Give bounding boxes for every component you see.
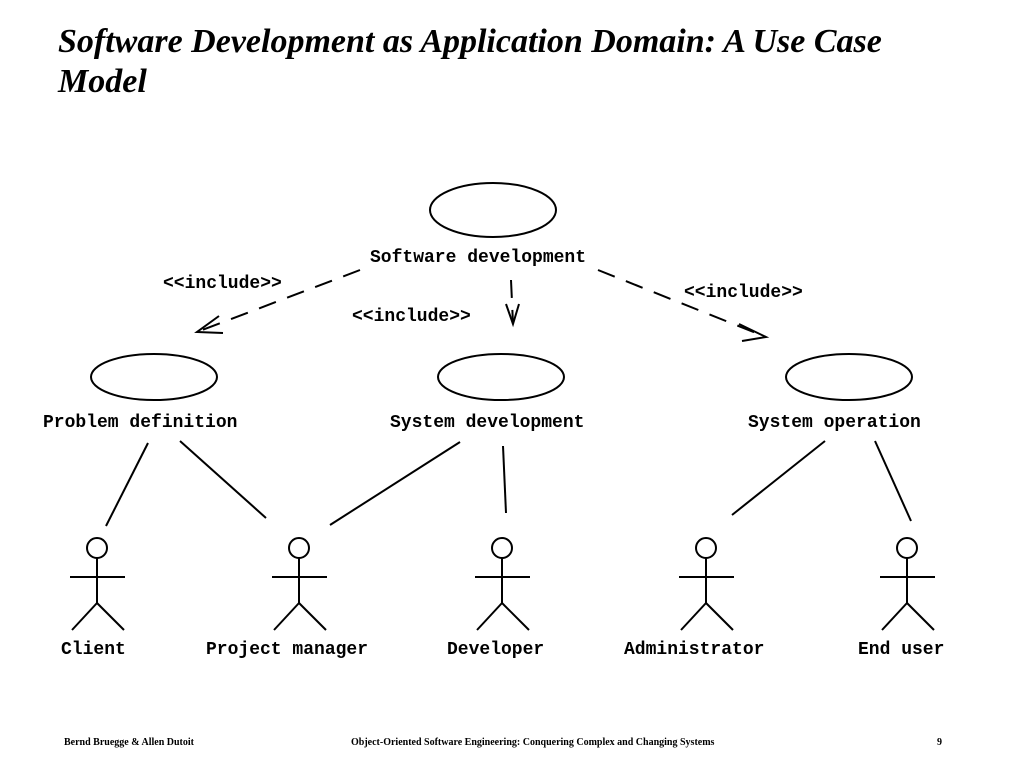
actor-label-developer: Developer <box>447 640 544 660</box>
actor-developer-figure <box>475 537 530 631</box>
association-problem-definition-project-manager <box>179 440 267 519</box>
include-edge-middle <box>510 279 514 325</box>
association-system-operation-administrator <box>731 440 826 516</box>
actor-administrator-figure <box>679 537 734 631</box>
actor-label-project-manager: Project manager <box>206 640 368 660</box>
association-system-development-developer <box>502 445 507 514</box>
include-label-middle: <<include>> <box>352 307 471 327</box>
actor-client-figure <box>70 537 125 631</box>
use-case-ellipse-system-operation <box>785 353 913 401</box>
include-arrowhead-middle <box>505 303 520 328</box>
use-case-label-software-development: Software development <box>370 248 586 268</box>
use-case-label-system-operation: System operation <box>748 413 921 433</box>
association-system-operation-end-user <box>874 440 912 522</box>
include-label-left: <<include>> <box>163 274 282 294</box>
use-case-ellipse-system-development <box>437 353 565 401</box>
actor-project-manager-figure <box>272 537 327 631</box>
association-problem-definition-client <box>105 442 149 527</box>
use-case-label-problem-definition: Problem definition <box>43 413 237 433</box>
actor-end-user-figure <box>880 537 935 631</box>
association-system-development-project-manager <box>329 441 461 526</box>
use-case-ellipse-problem-definition <box>90 353 218 401</box>
footer-book-title: Object-Oriented Software Engineering: Co… <box>351 737 715 748</box>
include-label-right: <<include>> <box>684 283 803 303</box>
include-arrowhead-right <box>738 323 770 342</box>
actor-label-administrator: Administrator <box>624 640 764 660</box>
include-edge-right <box>597 269 767 338</box>
slide-title: Software Development as Application Doma… <box>58 23 882 100</box>
footer-page-number: 9 <box>937 737 942 748</box>
use-case-ellipse-software-development <box>429 182 557 238</box>
include-arrowhead-left <box>194 315 224 334</box>
actor-label-client: Client <box>61 640 126 660</box>
actor-label-end-user: End user <box>858 640 944 660</box>
use-case-label-system-development: System development <box>390 413 584 433</box>
footer-authors: Bernd Bruegge & Allen Dutoit <box>64 737 194 748</box>
